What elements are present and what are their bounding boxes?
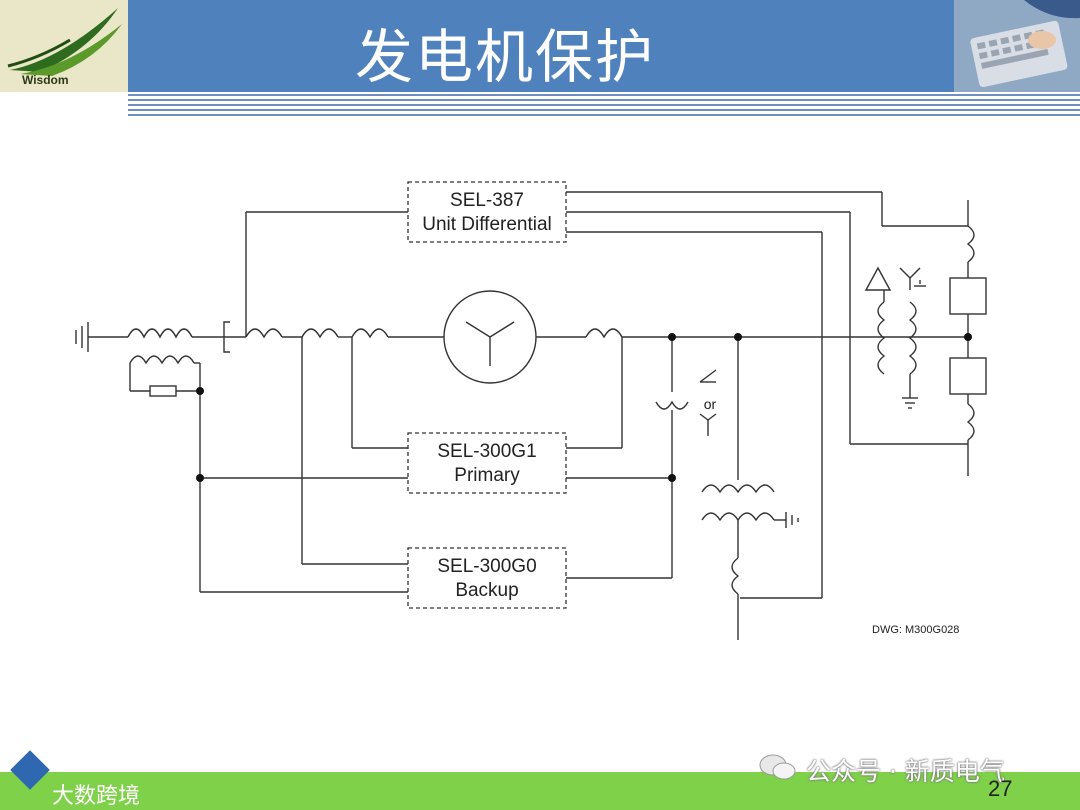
header-stripes — [128, 94, 1080, 122]
sel387-label: SEL-387 — [450, 190, 524, 211]
title-band: 发电机保护 — [128, 0, 954, 92]
grounding-transformer-secondary — [129, 355, 195, 365]
gsu-transformer-secondary — [908, 301, 917, 375]
generator-protection-diagram: SEL-387 Unit Differential SEL-300G1 Prim… — [75, 181, 987, 640]
or-label: or — [704, 396, 717, 412]
page-number: 27 — [988, 776, 1013, 801]
breaker-ct-lower — [966, 403, 975, 441]
wechat-icon — [759, 754, 796, 780]
aux-transformer-secondary — [701, 512, 775, 522]
aux-ct — [731, 557, 740, 595]
slide-header: Wisdom 发电机保护 — [0, 0, 1080, 116]
sel300g1-sublabel: Primary — [454, 465, 520, 486]
ct-backup — [301, 328, 339, 339]
sel300g1-label: SEL-300G1 — [437, 441, 536, 462]
ct-differential-neutral — [245, 328, 283, 339]
ct-primary — [351, 328, 389, 339]
breaker-upper — [949, 277, 987, 315]
sel300g1-box — [407, 432, 567, 494]
ct-terminal — [585, 328, 623, 339]
sel300g0-box — [407, 547, 567, 609]
wisdom-wing-icon — [7, 8, 122, 76]
footer-bar — [0, 772, 1080, 810]
breaker-ct-upper — [966, 225, 975, 263]
grounding-transformer-primary — [127, 328, 193, 339]
keyboard-photo-icon — [954, 0, 1080, 92]
sel387-sublabel: Unit Differential — [422, 214, 552, 235]
logo-text: Wisdom — [22, 73, 69, 87]
dwg-label: DWG: M300G028 — [872, 624, 959, 636]
sel300g0-label: SEL-300G0 — [437, 556, 536, 577]
pt-terminal — [655, 400, 689, 410]
company-logo: Wisdom — [0, 0, 128, 92]
gsu-transformer-primary — [877, 301, 886, 375]
sel387-box — [407, 181, 567, 243]
breaker-lower — [949, 357, 987, 395]
aux-transformer-primary — [701, 484, 775, 494]
delta-symbol — [864, 266, 892, 291]
footer-brand: 大数跨境 — [52, 784, 141, 809]
watermark-text: 公众号 · 新质电气 — [806, 757, 1005, 786]
grounding-resistor — [149, 385, 177, 397]
header-photo — [954, 0, 1080, 92]
slide-title: 发电机保护 — [354, 23, 655, 91]
sel300g0-sublabel: Backup — [455, 580, 518, 601]
